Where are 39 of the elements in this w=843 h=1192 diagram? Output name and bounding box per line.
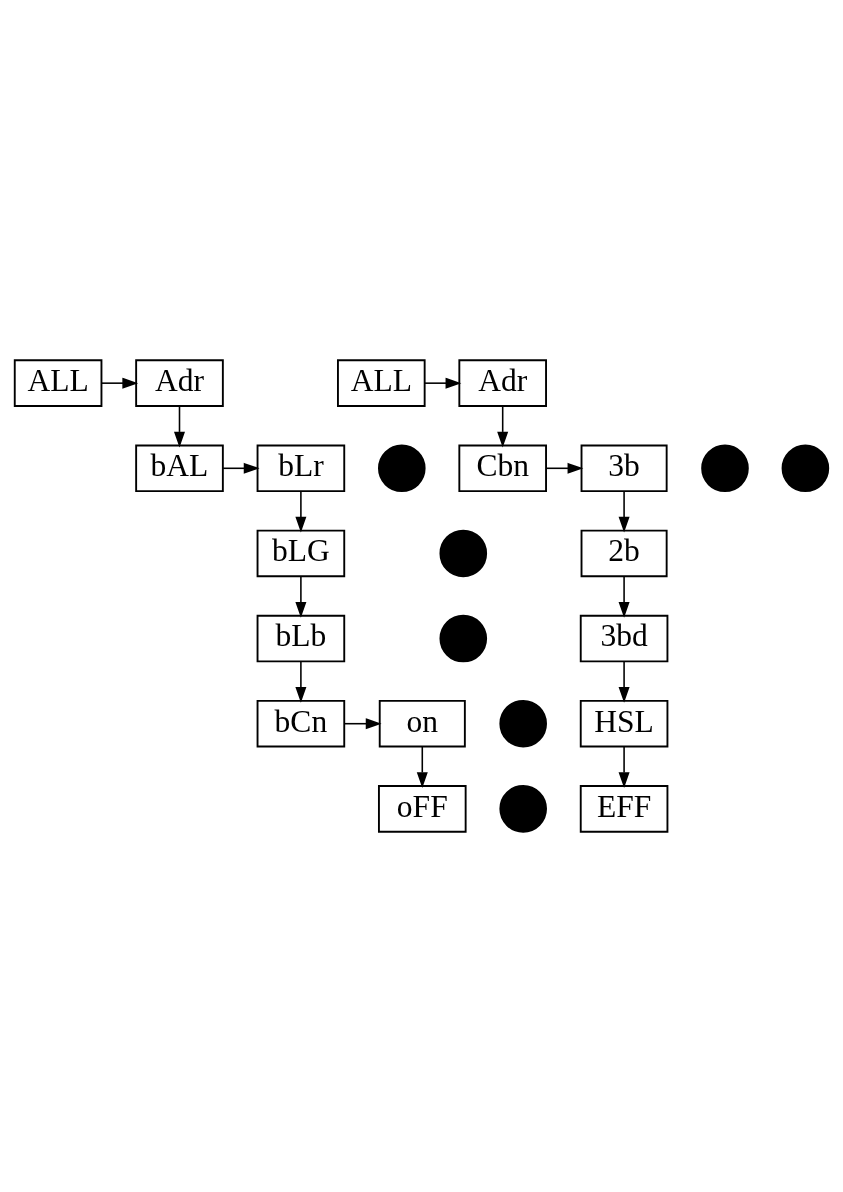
arrow bbox=[295, 660, 307, 703]
arrow bbox=[343, 718, 382, 730]
arrow bbox=[618, 490, 630, 533]
node-circle bbox=[439, 529, 488, 578]
node-box: oFF bbox=[378, 785, 467, 833]
node-box: Adr bbox=[135, 359, 224, 407]
node-circle bbox=[378, 444, 426, 493]
node-box: bLG bbox=[256, 529, 346, 578]
arrow bbox=[222, 462, 260, 474]
node-box: ALL bbox=[13, 359, 103, 407]
node-circle bbox=[439, 614, 488, 663]
arrow bbox=[295, 490, 307, 533]
arrow bbox=[100, 377, 139, 389]
node-circle bbox=[781, 444, 830, 493]
node-box: Cbn bbox=[458, 444, 547, 493]
node-box: on bbox=[378, 699, 466, 748]
arrow bbox=[416, 746, 428, 788]
node-box: HSL bbox=[579, 699, 669, 748]
arrow bbox=[424, 377, 462, 389]
arrow bbox=[618, 660, 630, 703]
node-box: bLr bbox=[256, 444, 346, 493]
arrow bbox=[497, 405, 509, 448]
node-box: Adr bbox=[458, 359, 547, 407]
node-box: bAL bbox=[135, 444, 224, 493]
node-box: ALL bbox=[337, 359, 426, 407]
node-box: EFF bbox=[579, 785, 669, 833]
node-box: bCn bbox=[256, 699, 346, 748]
node-box: 3b bbox=[580, 444, 668, 493]
node-circle bbox=[499, 699, 547, 748]
node-circle bbox=[499, 785, 547, 833]
arrow bbox=[295, 575, 307, 618]
arrow bbox=[618, 746, 630, 788]
arrow bbox=[173, 405, 186, 448]
node-circle bbox=[701, 444, 749, 493]
arrow bbox=[618, 575, 630, 618]
node-box: 2b bbox=[580, 529, 668, 578]
node-box: 3bd bbox=[579, 614, 669, 663]
arrow bbox=[545, 462, 584, 474]
node-box: bLb bbox=[256, 614, 346, 663]
